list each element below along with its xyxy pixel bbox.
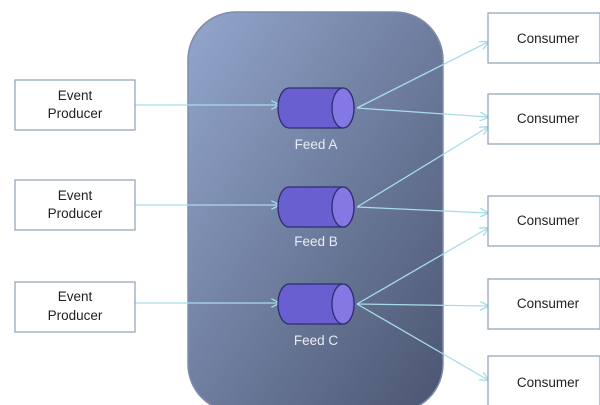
event-producer-2[interactable]: Event Producer xyxy=(14,179,136,231)
event-producer-box xyxy=(14,179,136,231)
consumer-box xyxy=(487,195,600,247)
event-producer-label-line2: Producer xyxy=(48,308,103,323)
consumer-label: Consumer xyxy=(517,213,580,228)
event-producer-1[interactable]: Event Producer xyxy=(14,79,136,131)
feed-c[interactable]: Feed C xyxy=(277,283,355,348)
consumer-box xyxy=(487,93,600,145)
event-producer-box xyxy=(14,281,136,333)
consumer-1[interactable]: Consumer xyxy=(487,12,600,64)
feed-a-cylinder-cap xyxy=(331,87,355,129)
event-producer-label-line1: Event xyxy=(58,188,93,203)
producer-connections xyxy=(135,105,279,303)
event-producer-label-line2: Producer xyxy=(48,106,103,121)
event-producer-3[interactable]: Event Producer xyxy=(14,281,136,333)
consumer-4[interactable]: Consumer xyxy=(487,278,600,330)
feed-a-to-consumer-2-arrow xyxy=(356,107,488,117)
event-producer-label-line2: Producer xyxy=(48,206,103,221)
event-producer-box xyxy=(14,79,136,131)
feed-b-cylinder-cap xyxy=(331,186,355,228)
feed-c-to-consumer-3-arrow xyxy=(356,228,488,305)
feed-b-to-consumer-2-arrow xyxy=(356,127,488,208)
consumer-label: Consumer xyxy=(517,375,580,390)
feed-a-to-consumer-1-arrow xyxy=(356,42,488,109)
consumer-connections xyxy=(356,42,488,380)
consumer-box xyxy=(487,355,600,405)
consumer-label: Consumer xyxy=(517,296,580,311)
consumer-2[interactable]: Consumer xyxy=(487,93,600,145)
consumer-box xyxy=(487,278,600,330)
event-producer-label-line1: Event xyxy=(58,88,93,103)
feed-c-label: Feed C xyxy=(294,333,339,348)
consumer-label: Consumer xyxy=(517,111,580,126)
consumer-label: Consumer xyxy=(517,31,580,46)
feed-a-label: Feed A xyxy=(295,137,338,152)
feed-a[interactable]: Feed A xyxy=(277,87,355,152)
feed-c-to-consumer-5-arrow xyxy=(356,303,488,380)
feed-c-to-consumer-4-arrow xyxy=(356,304,488,306)
consumer-box xyxy=(487,12,600,64)
consumer-3[interactable]: Consumer xyxy=(487,195,600,247)
event-producer-label-line1: Event xyxy=(58,289,93,304)
feed-b[interactable]: Feed B xyxy=(277,186,355,249)
feed-c-cylinder-cap xyxy=(331,283,355,325)
consumer-5[interactable]: Consumer xyxy=(487,355,600,405)
feed-b-to-consumer-3-arrow xyxy=(356,206,488,213)
feed-b-label: Feed B xyxy=(294,234,338,249)
